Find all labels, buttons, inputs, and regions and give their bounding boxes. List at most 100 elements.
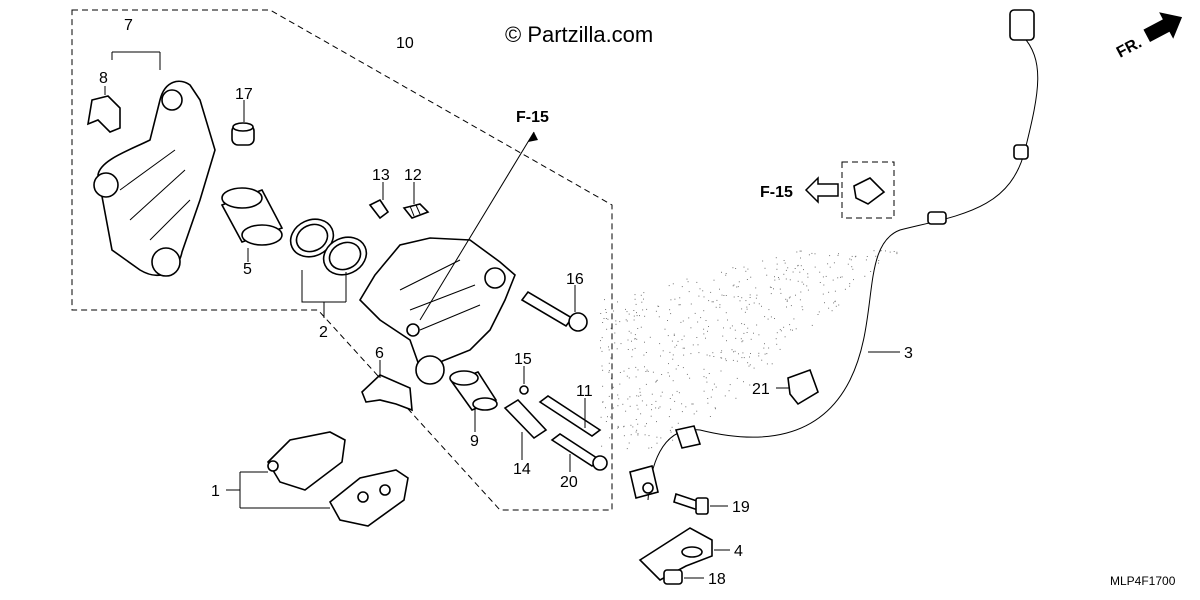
speckle-dot — [717, 319, 719, 321]
speckle-dot — [669, 351, 671, 353]
speckle-dot — [603, 318, 605, 319]
speckle-dot — [733, 284, 735, 286]
speckle-dot — [703, 296, 705, 298]
speckle-dot — [698, 352, 700, 354]
speckle-dot — [766, 274, 768, 276]
speckle-dot — [600, 340, 601, 342]
speckle-dot — [822, 276, 824, 278]
speckle-dot — [779, 329, 781, 331]
reference-label-main: F-15 — [516, 109, 549, 126]
speckle-dot — [619, 372, 621, 373]
speckle-dot — [634, 298, 636, 300]
front-arrow-icon — [1143, 12, 1183, 43]
speckle-dot — [632, 349, 634, 351]
speckle-dot — [743, 357, 745, 359]
speckle-dot — [735, 268, 737, 269]
speckle-dot — [690, 303, 692, 305]
speckle-dot — [670, 431, 672, 433]
speckle-dot — [753, 332, 754, 334]
speckle-dot — [709, 416, 711, 417]
speckle-dot — [623, 435, 625, 437]
speckle-dot — [817, 314, 819, 315]
speckle-dot — [628, 442, 630, 444]
speckle-dot — [740, 338, 742, 340]
speckle-dot — [814, 253, 816, 255]
speckle-dot — [614, 332, 616, 334]
speckle-dot — [823, 284, 825, 286]
speckle-dot — [721, 271, 722, 273]
reference-clip-box — [841, 161, 895, 219]
speckle-dot — [800, 265, 802, 267]
speckle-dot — [630, 434, 632, 436]
speckle-dot — [743, 323, 745, 325]
o-ring — [519, 385, 529, 395]
callout-6: 6 — [375, 345, 384, 362]
speckle-dot — [720, 357, 722, 359]
speckle-dot — [678, 304, 680, 306]
speckle-dot — [640, 394, 642, 396]
speckle-dot — [636, 315, 638, 317]
reference-clip — [853, 177, 886, 205]
speckle-dot — [728, 390, 730, 392]
speckle-dot — [651, 447, 653, 449]
reference-arrow-icon — [804, 176, 839, 204]
speckle-dot — [644, 366, 645, 368]
speckle-dot — [748, 303, 750, 305]
speckle-dot — [795, 328, 797, 330]
speckle-dot — [634, 347, 636, 349]
speckle-dot — [745, 270, 747, 272]
callout-12: 12 — [404, 167, 422, 184]
speckle-dot — [606, 328, 608, 330]
speckle-dot — [694, 312, 696, 314]
speckle-dot — [632, 426, 634, 428]
speckle-dot — [617, 394, 619, 396]
speckle-dot — [675, 368, 677, 370]
speckle-dot — [629, 396, 631, 398]
speckle-dot — [738, 281, 740, 283]
speckle-dot — [670, 313, 672, 315]
speckle-dot — [608, 370, 610, 372]
speckle-dot — [608, 346, 609, 348]
callout-5: 5 — [243, 261, 252, 278]
speckle-dot — [756, 324, 758, 326]
speckle-dot — [851, 255, 853, 257]
speckle-dot — [744, 311, 746, 313]
speckle-dot — [641, 400, 643, 402]
speckle-dot — [849, 258, 851, 260]
slide-pin-b — [520, 290, 588, 332]
speckle-dot — [643, 354, 645, 356]
speckle-dot — [612, 386, 614, 388]
speckle-dot — [725, 273, 727, 274]
speckle-dot — [668, 416, 670, 418]
speckle-dot — [743, 332, 745, 334]
speckle-dot — [628, 367, 630, 369]
speckle-dot — [849, 283, 851, 285]
speckle-dot — [627, 339, 629, 341]
speckle-dot — [605, 318, 607, 319]
speckle-dot — [727, 319, 728, 321]
speckle-dot — [726, 340, 727, 342]
speckle-dot — [669, 309, 671, 311]
speckle-dot — [708, 373, 710, 374]
speckle-dot — [656, 421, 657, 423]
speckle-dot — [800, 250, 802, 252]
speckle-dot — [607, 416, 608, 418]
callout-21: 21 — [752, 381, 770, 398]
speckle-dot — [610, 416, 612, 418]
speckle-dot — [713, 383, 715, 385]
speckle-dot — [713, 279, 715, 281]
speckle-dot — [650, 415, 652, 417]
speckle-dot — [703, 368, 705, 370]
speckle-dot — [796, 251, 798, 253]
speckle-dot — [864, 275, 866, 277]
speckle-dot — [604, 299, 605, 301]
speckle-dot — [670, 299, 672, 301]
speckle-dot — [652, 371, 654, 373]
speckle-dot — [776, 263, 778, 265]
speckle-dot — [656, 442, 658, 444]
speckle-dot — [818, 311, 820, 313]
speckle-dot — [793, 318, 795, 320]
speckle-dot — [655, 407, 657, 409]
speckle-dot — [626, 311, 628, 313]
speckle-dot — [615, 323, 617, 325]
